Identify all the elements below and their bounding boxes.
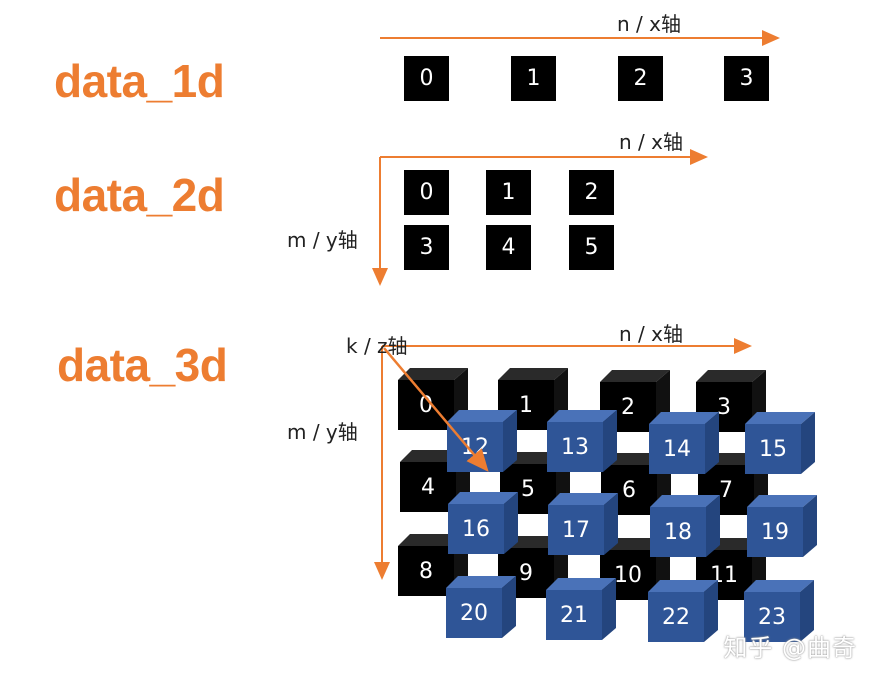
data-3d-value: 15 (745, 424, 801, 474)
z-axis-label-3d: k / z轴 (346, 334, 408, 358)
x-axis-label-3d: n / x轴 (619, 322, 683, 346)
data-1d-cell: 1 (511, 56, 556, 101)
title-data-3d: data_3d (57, 339, 228, 391)
data-3d-value: 12 (447, 422, 503, 472)
data-2d-cell: 5 (569, 225, 614, 270)
data-3d-front-cube: 13 (547, 410, 617, 472)
data-3d-front-cube: 21 (546, 578, 616, 640)
data-3d-front-cube: 20 (446, 576, 516, 638)
data-3d-front-cube: 22 (648, 580, 718, 642)
data-2d-cell: 2 (569, 170, 614, 215)
data-3d-value: 17 (548, 505, 604, 555)
x-axis-label-1d: n / x轴 (617, 12, 681, 36)
data-2d-cell: 4 (486, 225, 531, 270)
data-3d-front-cube: 16 (448, 492, 518, 554)
title-data-2d: data_2d (54, 169, 225, 221)
title-data-1d: data_1d (54, 55, 225, 107)
data-3d-value: 14 (649, 424, 705, 474)
data-3d-back-cube: 8 (398, 534, 468, 596)
data-3d-front-cube: 15 (745, 412, 815, 474)
data-3d-value: 18 (650, 507, 706, 557)
data-1d-cell: 3 (724, 56, 769, 101)
data-3d-value: 23 (744, 592, 800, 642)
watermark: 知乎 @曲奇 (723, 634, 857, 662)
data-3d-value: 8 (398, 546, 454, 596)
data-3d-value: 22 (648, 592, 704, 642)
data-3d-value: 7 (698, 465, 754, 515)
data-1d-cell: 2 (618, 56, 663, 101)
data-3d-value: 2 (600, 382, 656, 432)
y-axis-label-3d: m / y轴 (287, 420, 358, 444)
data-3d-front-cube: 19 (747, 495, 817, 557)
data-1d-cell: 0 (404, 56, 449, 101)
data-3d-front-cube: 23 (744, 580, 814, 642)
data-3d-back-cube: 2 (600, 370, 670, 432)
data-3d-front-cube: 14 (649, 412, 719, 474)
data-3d-value: 19 (747, 507, 803, 557)
data-3d-front-cube: 18 (650, 495, 720, 557)
data-2d-cell: 3 (404, 225, 449, 270)
data-3d-front-cube: 17 (548, 493, 618, 555)
data-3d-value: 0 (398, 380, 454, 430)
data-3d-front-cube: 12 (447, 410, 517, 472)
data-3d-value: 16 (448, 504, 504, 554)
data-3d-value: 21 (546, 590, 602, 640)
data-2d-cell: 1 (486, 170, 531, 215)
x-axis-label-2d: n / x轴 (619, 130, 683, 154)
data-3d-value: 13 (547, 422, 603, 472)
y-axis-label-2d: m / y轴 (287, 228, 358, 252)
data-2d-cell: 0 (404, 170, 449, 215)
data-3d-value: 20 (446, 588, 502, 638)
